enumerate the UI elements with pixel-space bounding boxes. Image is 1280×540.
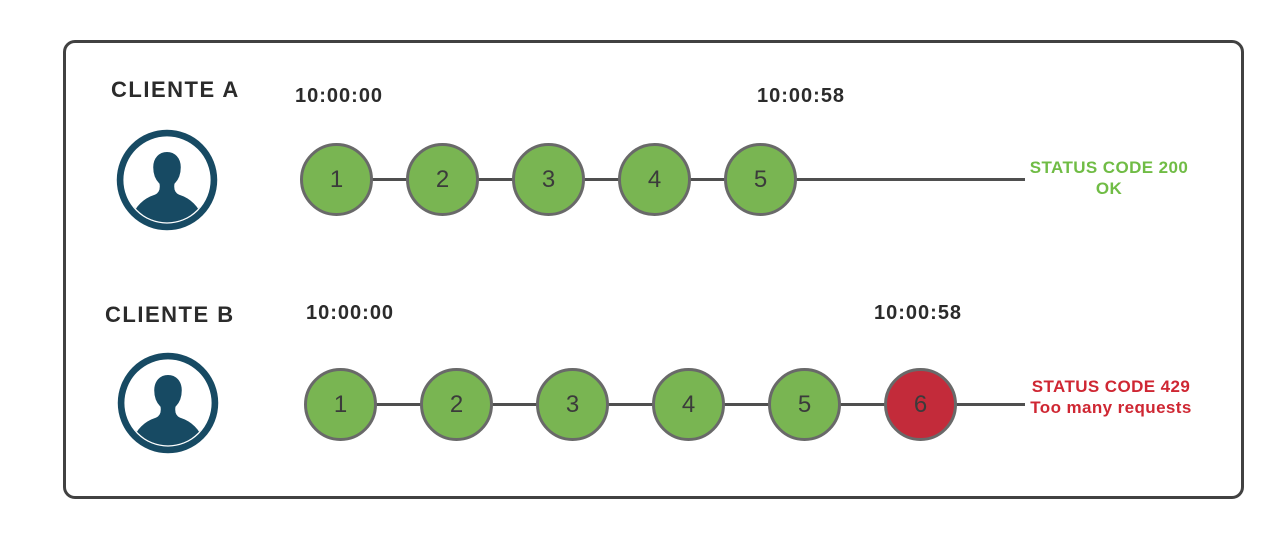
request-circle: 1 (300, 143, 373, 216)
client-b-request-sequence: 1 2 3 4 5 6 (304, 368, 957, 441)
request-circle: 5 (724, 143, 797, 216)
request-circle: 2 (406, 143, 479, 216)
request-circle: 3 (536, 368, 609, 441)
client-a-request-sequence: 1 2 3 4 5 (300, 143, 797, 216)
status-code-line: STATUS CODE 200 (1029, 158, 1189, 177)
client-b-user-avatar-icon (117, 352, 219, 454)
request-circle-rejected: 6 (884, 368, 957, 441)
request-circle: 3 (512, 143, 585, 216)
client-b-start-timestamp: 10:00:00 (306, 302, 395, 324)
diagram-frame (63, 40, 1244, 499)
client-a-start-timestamp: 10:00:00 (295, 85, 384, 107)
request-circle: 5 (768, 368, 841, 441)
status-code-line: STATUS CODE 429 (1031, 377, 1191, 396)
request-circle: 2 (420, 368, 493, 441)
request-circle: 1 (304, 368, 377, 441)
status-message-line: Too many requests (1030, 398, 1192, 417)
client-b-end-timestamp: 10:00:58 (874, 302, 963, 324)
client-a-label: CLIENTE A (111, 77, 240, 102)
client-b-status-text: STATUS CODE 429 Too many requests (1027, 376, 1195, 418)
status-message-line: OK (1095, 179, 1123, 198)
client-b-label: CLIENTE B (105, 302, 235, 327)
client-a-status-text: STATUS CODE 200 OK (1027, 157, 1191, 199)
client-a-user-avatar-icon (116, 129, 218, 231)
request-circle: 4 (652, 368, 725, 441)
request-circle: 4 (618, 143, 691, 216)
client-a-end-timestamp: 10:00:58 (757, 85, 846, 107)
